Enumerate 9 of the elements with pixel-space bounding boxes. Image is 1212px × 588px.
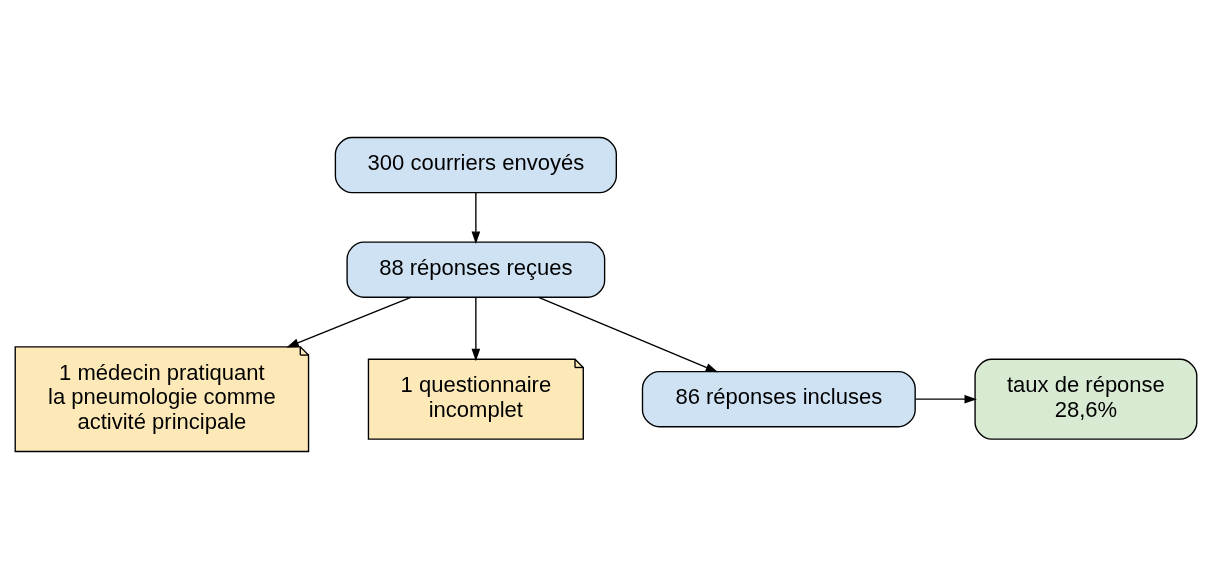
arrow <box>914 394 977 403</box>
node-box: taux de réponse 28,6% <box>974 358 1198 440</box>
arrow <box>537 296 719 372</box>
node-box: 300 courriers envoyés <box>334 136 618 193</box>
arrow <box>471 191 481 244</box>
arrow <box>286 296 412 347</box>
node-box: 88 réponses reçues <box>346 241 606 298</box>
arrow <box>471 296 481 361</box>
node-box: 86 réponses incluses <box>641 370 916 427</box>
